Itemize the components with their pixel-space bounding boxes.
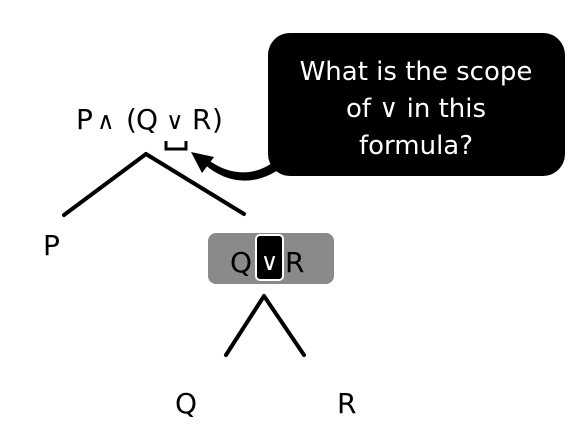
formula-or-operator: ∨ [166, 107, 184, 135]
or-scope-bracket [164, 141, 188, 151]
root-right-branch [144, 152, 246, 216]
callout-line-3: formula? [359, 131, 473, 161]
top-formula: P ∧ ( Q ∨ R ) [76, 103, 223, 136]
formula-open-paren: ( [126, 103, 137, 136]
leaf-r: R [337, 387, 356, 420]
or-operator-box [255, 234, 284, 281]
subformula-right-branch [262, 294, 306, 357]
callout-arrowhead [191, 152, 214, 173]
subformula-node: Q ∨ R [208, 233, 334, 284]
callout-line-1: What is the scope [300, 57, 533, 87]
formula-r: R [192, 103, 211, 136]
leaf-q: Q [175, 387, 197, 420]
subformula-branches [224, 294, 306, 357]
subformula-left-branch [224, 294, 266, 357]
callout-line-2: of ∨ in this [346, 94, 486, 124]
subformula-or-operator: ∨ [261, 248, 279, 276]
subformula-r: R [285, 246, 304, 279]
root-branches [62, 152, 246, 217]
callout-box [268, 33, 565, 176]
formula-p: P [76, 103, 93, 136]
question-callout: What is the scope of ∨ in this formula? [191, 33, 565, 181]
root-left-branch [62, 152, 148, 217]
formula-and-operator: ∧ [97, 107, 115, 135]
formula-q: Q [136, 103, 158, 136]
subformula-q: Q [230, 246, 252, 279]
formula-close-paren: ) [212, 103, 223, 136]
callout-pointer-tail [203, 159, 278, 181]
left-leaf-p: P [43, 229, 60, 262]
